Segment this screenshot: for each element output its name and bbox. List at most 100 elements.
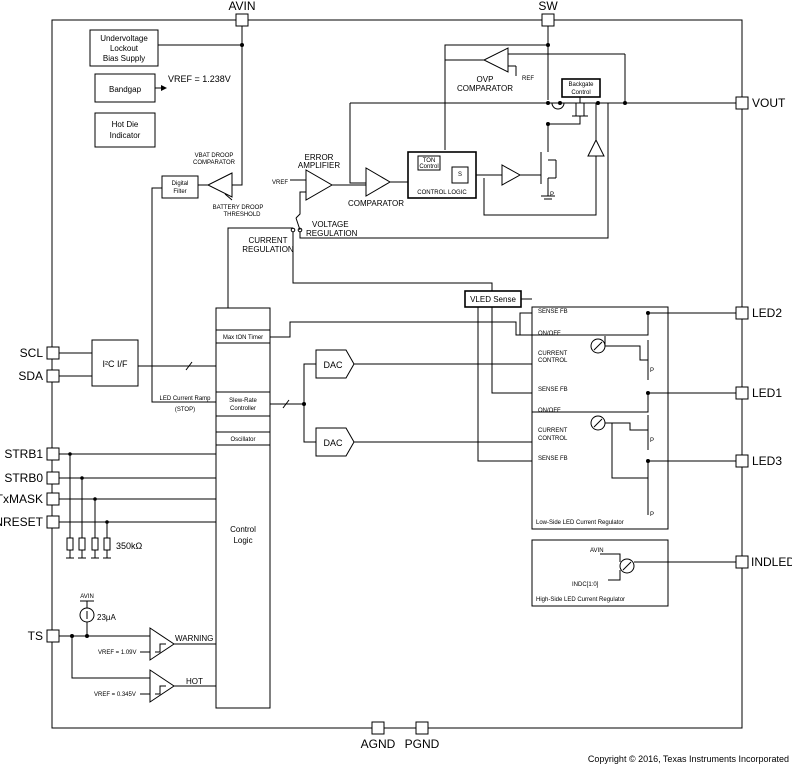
i2c-label: I²C I/F (103, 359, 128, 369)
backgate-line-2: Control (571, 90, 590, 96)
slew-rate-line-1: Slew-Rate (229, 398, 257, 404)
pin-sda-label: SDA (18, 369, 43, 383)
pin-agnd: AGND (361, 721, 396, 751)
high-side-label: High-Side LED Current Regulator (536, 597, 625, 603)
pin-scl-label: SCL (20, 346, 44, 360)
led3-p-mark: P (650, 512, 654, 518)
led2-p-mark: P (650, 368, 654, 374)
on-off-2: ON/OFF (538, 408, 561, 414)
nmos-p-mark: P (550, 192, 554, 198)
low-side-label: Low-Side LED Current Regulator (536, 520, 624, 526)
pin-pgnd-label: PGND (405, 737, 440, 751)
pin-led3: LED3 (735, 454, 782, 468)
resistor-label: 350kΩ (116, 541, 143, 551)
pin-pgnd: PGND (405, 721, 440, 751)
uvlo-line-2: Lockout (110, 44, 139, 53)
gate-driver-mid (484, 164, 541, 186)
pin-vout: VOUT (735, 96, 786, 110)
pin-vout-label: VOUT (752, 96, 786, 110)
hot-label: HOT (186, 677, 203, 686)
warning-comparator: WARNING VREF = 1.09V (98, 627, 213, 661)
pin-led3-label: LED3 (752, 454, 782, 468)
backgate-line-1: Backgate (568, 82, 594, 88)
i2c-interface: I²C I/F (91, 339, 139, 387)
indc-label: INDC[1:0] (572, 582, 599, 588)
control-logic-top-label: CONTROL LOGIC (417, 190, 467, 196)
vled-sense-block: VLED Sense (464, 290, 522, 308)
vref-label: VREF = 1.238V (168, 74, 231, 84)
ton-control-line-2: Control (419, 164, 438, 170)
ovp-line-2: COMPARATOR (457, 84, 513, 93)
bandgap-block: Bandgap VREF = 1.238V (94, 73, 231, 103)
bandgap-label: Bandgap (109, 85, 142, 94)
error-amp-line-1: ERROR (305, 153, 334, 162)
vled-sense-label: VLED Sense (470, 295, 516, 304)
hot-die-line-1: Hot Die (112, 120, 139, 129)
current-control-2b: CONTROL (538, 436, 568, 442)
comparator-label: COMPARATOR (348, 199, 404, 208)
pin-strb0-label: STRB0 (4, 471, 43, 485)
gate-driver-right (483, 103, 605, 216)
current-control-2a: CURRENT (538, 428, 568, 434)
pmos-switch (546, 97, 588, 140)
pin-nreset: NRESET (0, 515, 60, 529)
pulldown-resistors: 350kΩ (66, 452, 143, 559)
digital-filter-line-1: Digital (172, 181, 189, 187)
dac-top: DAC (315, 349, 355, 379)
vref-0345-label: VREF = 0.345V (94, 692, 136, 698)
pin-txmask-label: TxMASK (0, 492, 43, 506)
nmos-switch: P (540, 140, 557, 200)
sense-fb-3: SENSE FB (538, 456, 568, 462)
dac-bottom: DAC (315, 427, 355, 457)
current-reg-line-1: CURRENT (248, 236, 287, 245)
hot-die-line-2: Indicator (110, 131, 141, 140)
sense-fb-2: SENSE FB (538, 387, 568, 393)
pin-led2: LED2 (735, 306, 782, 320)
digital-filter-line-2: Filter (173, 189, 186, 195)
oscillator-label: Oscillator (230, 437, 255, 443)
uvlo-line-1: Undervoltage (100, 34, 148, 43)
hot-comparator: HOT VREF = 0.345V (94, 669, 203, 703)
led-ramp-line-2: (STOP) (175, 407, 195, 413)
current-control-1a: CURRENT (538, 351, 568, 357)
copyright-notice: Copyright © 2016, Texas Instruments Inco… (588, 754, 789, 764)
pin-sda: SDA (18, 369, 60, 383)
current-reg-line-2: REGULATION (242, 245, 294, 254)
pin-strb0: STRB0 (4, 471, 60, 485)
current-control-1b: CONTROL (538, 358, 568, 364)
battery-droop-line-2: THRESHOLD (223, 212, 261, 218)
vbat-droop-comparator: VBAT DROOP COMPARATOR BATTERY DROOP THRE… (193, 153, 263, 218)
control-logic-column: Max tON Timer Slew-Rate Controller Oscil… (215, 307, 271, 709)
pin-sw-label: SW (538, 0, 558, 13)
ref-label: REF (522, 76, 534, 82)
voltage-reg-line-2: REGULATION (306, 229, 358, 238)
ton-control-line-1: TON (423, 158, 436, 164)
pin-ts: TS (28, 629, 60, 643)
backgate-control-block: Backgate Control (561, 78, 601, 98)
control-logic-line-2: Logic (233, 536, 252, 545)
comparator-main: COMPARATOR (348, 167, 404, 208)
ovp-comparator: OVP COMPARATOR REF (457, 47, 534, 93)
ts-current-label: 23μA (97, 613, 117, 622)
ts-avin-label: AVIN (80, 594, 94, 600)
digital-filter-block: Digital Filter (161, 175, 199, 199)
pin-ts-label: TS (28, 629, 43, 643)
slew-rate-line-2: Controller (230, 406, 256, 412)
uvlo-line-3: Bias Supply (103, 54, 145, 63)
high-side-regulator: AVIN INDC[1:0] High-Side LED Current Reg… (531, 539, 669, 607)
pin-avin-label: AVIN (228, 0, 255, 13)
pin-indled-label: INDLED (751, 555, 792, 569)
hot-die-block: Hot Die Indicator (94, 112, 156, 148)
pin-strb1-label: STRB1 (4, 447, 43, 461)
svg-text:S: S (458, 172, 462, 178)
ovp-line-1: OVP (477, 75, 494, 84)
pin-avin: AVIN (228, 0, 256, 27)
led-ramp-line-1: LED Current Ramp (159, 396, 211, 402)
pin-sw: SW (538, 0, 558, 27)
pin-led1: LED1 (735, 386, 782, 400)
pin-led1-label: LED1 (752, 386, 782, 400)
led1-p-mark: P (650, 438, 654, 444)
error-amp-line-2: AMPLIFIER (298, 161, 340, 170)
high-side-avin: AVIN (590, 548, 604, 554)
